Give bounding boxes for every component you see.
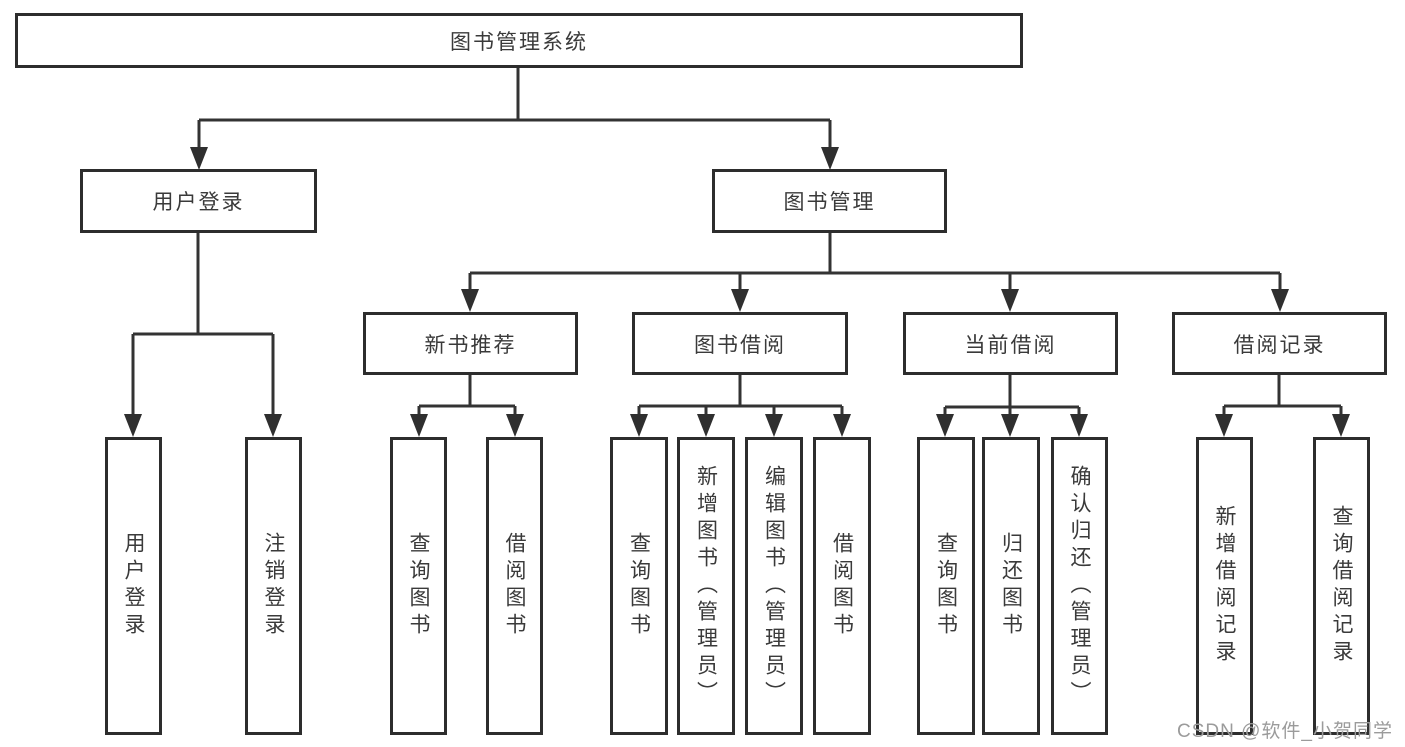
node-leaf-borrow-books-1: 借阅图书 xyxy=(486,437,543,735)
node-leaf-query-books-1: 查询图书 xyxy=(390,437,447,735)
node-leaf-confirm-return-admin: 确认归还（管理员） xyxy=(1051,437,1108,735)
node-label: 编辑图书（管理员） xyxy=(762,464,786,708)
node-leaf-query-books-3: 查询图书 xyxy=(917,437,975,735)
node-leaf-add-borrow-record: 新增借阅记录 xyxy=(1196,437,1253,735)
node-leaf-user-login: 用户登录 xyxy=(105,437,162,735)
node-label: 确认归还（管理员） xyxy=(1068,464,1091,708)
node-leaf-return-books: 归还图书 xyxy=(982,437,1040,735)
node-label: 用户登录 xyxy=(152,191,245,214)
node-label: 图书借阅 xyxy=(694,333,786,357)
node-label: 归还图书 xyxy=(999,532,1023,640)
node-label: 查询图书 xyxy=(934,532,958,640)
node-label: 查询图书 xyxy=(407,532,430,640)
node-label: 借阅记录 xyxy=(1233,333,1326,357)
node-new-book-recommendation: 新书推荐 xyxy=(363,312,578,375)
node-label: 借阅图书 xyxy=(830,532,854,640)
node-leaf-borrow-books-2: 借阅图书 xyxy=(813,437,871,735)
node-label: 新增图书（管理员） xyxy=(694,464,718,708)
node-user-login: 用户登录 xyxy=(80,169,317,233)
node-label: 图书管理系统 xyxy=(450,30,588,54)
node-label: 查询借阅记录 xyxy=(1330,505,1353,667)
node-label: 当前借阅 xyxy=(964,333,1057,357)
node-book-management: 图书管理 xyxy=(712,169,947,233)
node-label: 新增借阅记录 xyxy=(1213,505,1236,667)
node-borrowing-records: 借阅记录 xyxy=(1172,312,1387,375)
node-label: 图书管理 xyxy=(783,191,876,214)
node-label: 新书推荐 xyxy=(424,333,517,357)
node-label: 查询图书 xyxy=(627,532,651,640)
csdn-watermark: CSDN @软件_小贺同学 xyxy=(1177,721,1393,742)
node-label: 注销登录 xyxy=(262,532,285,640)
node-book-borrowing: 图书借阅 xyxy=(632,312,848,375)
node-leaf-query-books-2: 查询图书 xyxy=(610,437,668,735)
node-label: 借阅图书 xyxy=(503,532,526,640)
node-leaf-logout: 注销登录 xyxy=(245,437,302,735)
node-library-management-system: 图书管理系统 xyxy=(15,13,1023,68)
node-leaf-query-borrow-record: 查询借阅记录 xyxy=(1313,437,1370,735)
node-current-borrowing: 当前借阅 xyxy=(903,312,1118,375)
node-label: 用户登录 xyxy=(122,532,145,640)
node-leaf-edit-books-admin: 编辑图书（管理员） xyxy=(745,437,803,735)
node-leaf-add-books-admin: 新增图书（管理员） xyxy=(677,437,735,735)
